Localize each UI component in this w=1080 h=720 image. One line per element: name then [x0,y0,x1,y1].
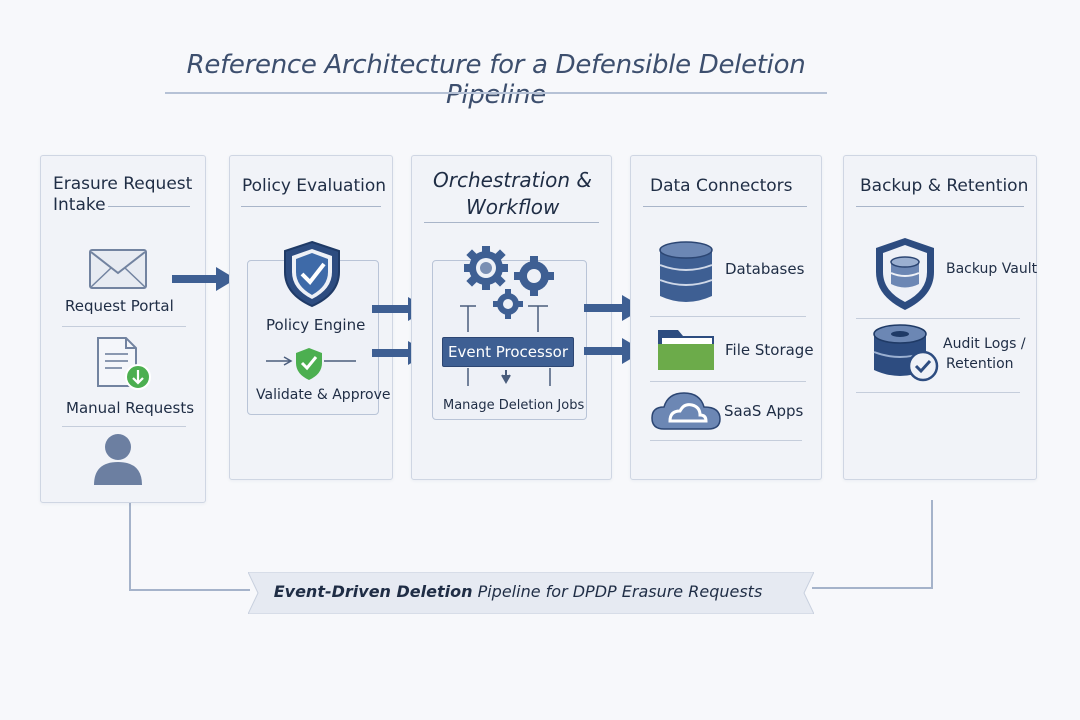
audit-logs-label: Audit Logs / [943,336,1026,352]
document-download-icon [97,337,151,390]
cloud-icon [651,392,721,430]
backup-separator-1 [856,318,1020,319]
backup-heading-rule [856,206,1024,207]
audit-log-icon [873,324,939,382]
validate-shield-icon [266,348,356,380]
connector-databases: Databases [725,260,805,278]
policy-heading-rule [241,206,381,207]
intake-item-request-portal: Request Portal [65,297,174,315]
user-icon [94,434,142,485]
connectors-separator-2 [650,381,806,382]
backup-separator-2 [856,392,1020,393]
intake-separator-2 [62,426,186,427]
workflow-connector-lines [460,305,551,386]
connectors-separator-1 [650,316,806,317]
intake-heading-rule [108,206,190,207]
pipeline-banner [248,572,814,614]
database-icon [659,241,713,302]
backup-vault-label: Backup Vault [946,261,1038,277]
event-processor-button[interactable]: Event Processor [442,337,574,367]
gears-icon [464,246,554,319]
title-rule [165,92,827,94]
shield-check-icon [284,240,340,308]
folder-icon [658,330,714,370]
manage-jobs-label: Manage Deletion Jobs [443,398,585,413]
intake-item-manual-requests: Manual Requests [66,399,195,417]
policy-engine-label: Policy Engine [266,316,366,334]
connectors-separator-3 [650,440,802,441]
envelope-icon [89,249,147,289]
connectors-heading-rule [643,206,807,207]
intake-separator-1 [62,326,186,327]
banner-bold-text: Event-Driven Deletion [273,582,473,601]
connector-saas-apps: SaaS Apps [724,402,804,420]
pipeline-banner-text: Event-Driven Deletion Pipeline for DPDP … [248,582,788,601]
orchestration-heading-line2: Workflow [466,195,560,219]
column-backup [843,155,1037,480]
connectors-heading: Data Connectors [650,176,793,196]
retention-label: Retention [946,356,1014,372]
connector-file-storage: File Storage [725,341,814,359]
arrow-intake-to-policy [172,267,236,291]
policy-heading: Policy Evaluation [242,176,387,196]
orchestration-heading-line1: Orchestration & [433,168,592,192]
diagram-title: Reference Architecture for a Defensible … [186,50,806,110]
intake-heading-line1: Erasure Request [53,174,193,194]
banner-rest-text: Pipeline for DPDP Erasure Requests [472,582,763,601]
intake-heading-line2: Intake [53,195,106,215]
validate-approve-label: Validate & Approve [256,387,391,403]
orchestration-heading-rule [424,222,599,223]
column-connectors [630,155,822,480]
backup-heading: Backup & Retention [860,176,1029,196]
vault-shield-icon [876,238,934,310]
